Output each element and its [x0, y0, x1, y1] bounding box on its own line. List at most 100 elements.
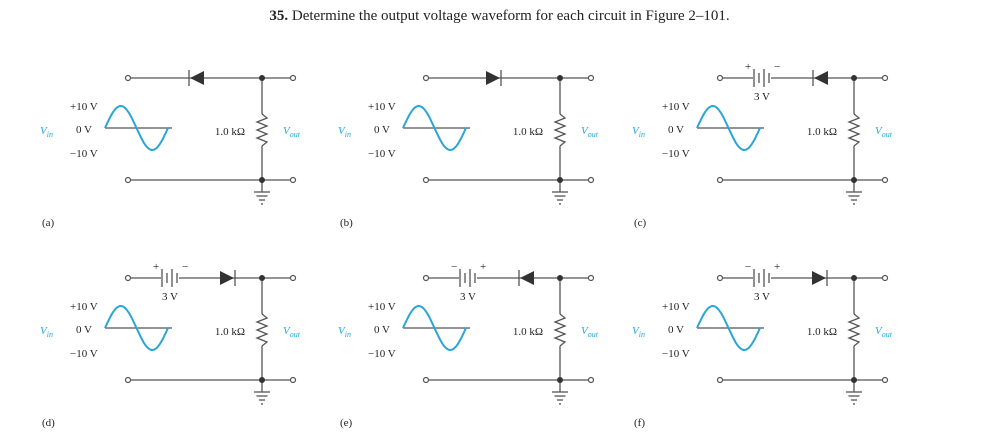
- terminal-in-bottom: [124, 376, 132, 384]
- vout-label: Vout: [875, 325, 893, 339]
- terminal-out-bottom: [289, 376, 297, 384]
- problem-statement: 35. Determine the output voltage wavefor…: [0, 8, 999, 25]
- ground-symbol: [846, 191, 862, 205]
- node-top: [851, 275, 857, 281]
- battery-voltage-label: 3 V: [754, 291, 770, 303]
- battery-polarity-left: −: [745, 261, 751, 273]
- terminal-out-top: [881, 74, 889, 82]
- terminal-out-bottom: [587, 176, 595, 184]
- terminal-out-top: [587, 274, 595, 282]
- terminal-in-bottom: [716, 176, 724, 184]
- vin-label: Vin: [40, 325, 53, 339]
- ground-symbol: [846, 391, 862, 405]
- battery-polarity-left: +: [153, 261, 159, 273]
- resistor-symbol: [553, 313, 567, 347]
- battery-polarity-right: −: [774, 61, 780, 73]
- terminal-in-top: [422, 274, 430, 282]
- node-bottom: [557, 177, 563, 183]
- terminal-out-top: [587, 74, 595, 82]
- ground-symbol: [254, 191, 270, 205]
- problem-number: 35.: [269, 8, 289, 24]
- vin-label: Vin: [338, 325, 351, 339]
- ground-symbol: [552, 391, 568, 405]
- problem-text: Determine the output voltage waveform fo…: [291, 8, 730, 24]
- diode-symbol: [190, 71, 204, 85]
- node-bottom: [851, 177, 857, 183]
- plus-peak-label: +10 V: [70, 101, 98, 113]
- resistor-label: 1.0 kΩ: [215, 326, 245, 338]
- zero-label: 0 V: [76, 324, 92, 336]
- zero-label: 0 V: [76, 124, 92, 136]
- terminal-out-bottom: [289, 176, 297, 184]
- input-sine-wave: [402, 104, 467, 152]
- node-bottom: [557, 377, 563, 383]
- battery-polarity-left: +: [745, 61, 751, 73]
- vin-label: Vin: [632, 325, 645, 339]
- terminal-out-bottom: [881, 376, 889, 384]
- terminal-in-top: [716, 274, 724, 282]
- terminal-in-bottom: [422, 376, 430, 384]
- minus-peak-label: −10 V: [70, 148, 98, 160]
- minus-peak-label: −10 V: [368, 348, 396, 360]
- circuit-caption: (f): [634, 417, 645, 429]
- resistor-symbol: [553, 113, 567, 147]
- circuit-caption: (a): [42, 217, 55, 229]
- circuit-b: 1.0 kΩ Vout +10 V 0 V −10 V Vin (b): [338, 70, 599, 229]
- terminal-in-top: [124, 274, 132, 282]
- diode-symbol: [520, 271, 534, 285]
- vout-label: Vout: [581, 325, 599, 339]
- resistor-label: 1.0 kΩ: [513, 326, 543, 338]
- resistor-label: 1.0 kΩ: [513, 126, 543, 138]
- node-bottom: [259, 377, 265, 383]
- input-sine-wave: [402, 304, 467, 352]
- battery-polarity-left: −: [451, 261, 457, 273]
- node-top: [259, 75, 265, 81]
- resistor-label: 1.0 kΩ: [807, 326, 837, 338]
- battery-symbol: [459, 269, 476, 287]
- diode-symbol: [220, 271, 234, 285]
- vin-label: Vin: [338, 125, 351, 139]
- zero-label: 0 V: [374, 324, 390, 336]
- vout-label: Vout: [581, 125, 599, 139]
- vout-label: Vout: [283, 325, 301, 339]
- terminal-in-top: [716, 74, 724, 82]
- node-bottom: [851, 377, 857, 383]
- terminal-in-bottom: [422, 176, 430, 184]
- terminal-out-bottom: [587, 376, 595, 384]
- input-sine-wave: [104, 304, 169, 352]
- node-bottom: [259, 177, 265, 183]
- diode-symbol: [814, 71, 828, 85]
- resistor-symbol: [255, 113, 269, 147]
- minus-peak-label: −10 V: [662, 348, 690, 360]
- minus-peak-label: −10 V: [368, 148, 396, 160]
- plus-peak-label: +10 V: [368, 301, 396, 313]
- battery-polarity-right: −: [182, 261, 188, 273]
- ground-symbol: [552, 191, 568, 205]
- resistor-label: 1.0 kΩ: [215, 126, 245, 138]
- input-sine-wave: [696, 104, 761, 152]
- battery-polarity-right: +: [480, 261, 486, 273]
- battery-voltage-label: 3 V: [162, 291, 178, 303]
- terminal-out-bottom: [881, 176, 889, 184]
- battery-voltage-label: 3 V: [460, 291, 476, 303]
- battery-symbol: [161, 269, 178, 287]
- vout-label: Vout: [283, 125, 301, 139]
- circuit-caption: (d): [42, 417, 55, 429]
- zero-label: 0 V: [374, 124, 390, 136]
- minus-peak-label: −10 V: [662, 148, 690, 160]
- minus-peak-label: −10 V: [70, 348, 98, 360]
- plus-peak-label: +10 V: [368, 101, 396, 113]
- circuit-caption: (b): [340, 217, 353, 229]
- resistor-symbol: [847, 313, 861, 347]
- resistor-label: 1.0 kΩ: [807, 126, 837, 138]
- battery-symbol: [753, 269, 770, 287]
- plus-peak-label: +10 V: [662, 301, 690, 313]
- terminal-in-top: [124, 74, 132, 82]
- diode-symbol: [812, 271, 826, 285]
- terminal-in-bottom: [716, 376, 724, 384]
- zero-label: 0 V: [668, 124, 684, 136]
